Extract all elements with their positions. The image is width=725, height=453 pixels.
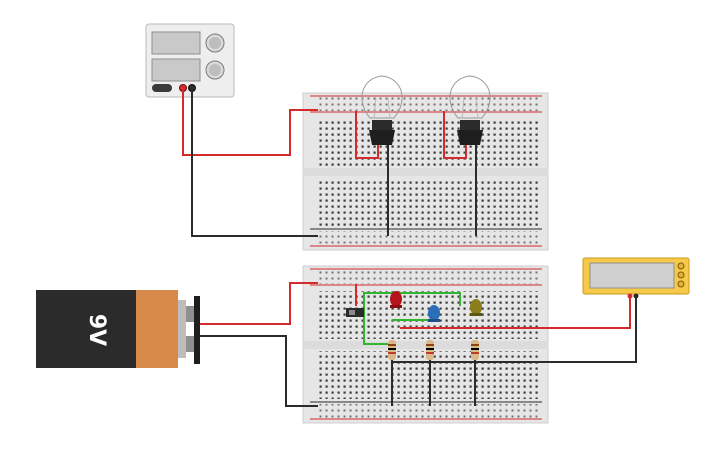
power-switch[interactable]: [152, 84, 172, 92]
resistor-2[interactable]: [426, 340, 434, 360]
battery-label: 9V: [84, 314, 109, 346]
bulb-2[interactable]: [449, 75, 491, 145]
resistor-3[interactable]: [471, 340, 479, 360]
resistor-1[interactable]: [388, 340, 396, 360]
multimeter-negative-probe[interactable]: [633, 293, 639, 299]
battery-band: [136, 290, 178, 368]
voltage-display: [151, 31, 201, 55]
yellow-led[interactable]: [470, 299, 482, 316]
mode-ohm-button[interactable]: [677, 280, 685, 288]
breadboard-top[interactable]: [302, 92, 549, 251]
mode-a-button[interactable]: [677, 262, 685, 270]
breadboard-bottom[interactable]: [302, 265, 549, 424]
multimeter-positive-probe[interactable]: [627, 293, 633, 299]
wires-top[interactable]: [182, 88, 477, 237]
power-supply[interactable]: [145, 23, 235, 98]
current-display: [151, 58, 201, 82]
slide-switch[interactable]: [346, 308, 364, 317]
battery-negative-terminal[interactable]: [186, 336, 194, 352]
battery-9v[interactable]: 9V: [36, 290, 200, 368]
multimeter-display: [589, 262, 675, 289]
battery-positive-terminal[interactable]: [186, 306, 194, 322]
bulb-1[interactable]: [361, 75, 403, 145]
multimeter[interactable]: [582, 257, 690, 299]
battery-body: [36, 290, 136, 368]
red-led[interactable]: [390, 291, 402, 308]
mode-v-button[interactable]: [677, 271, 685, 279]
wires-bottom[interactable]: [200, 282, 637, 407]
blue-led[interactable]: [428, 305, 440, 322]
